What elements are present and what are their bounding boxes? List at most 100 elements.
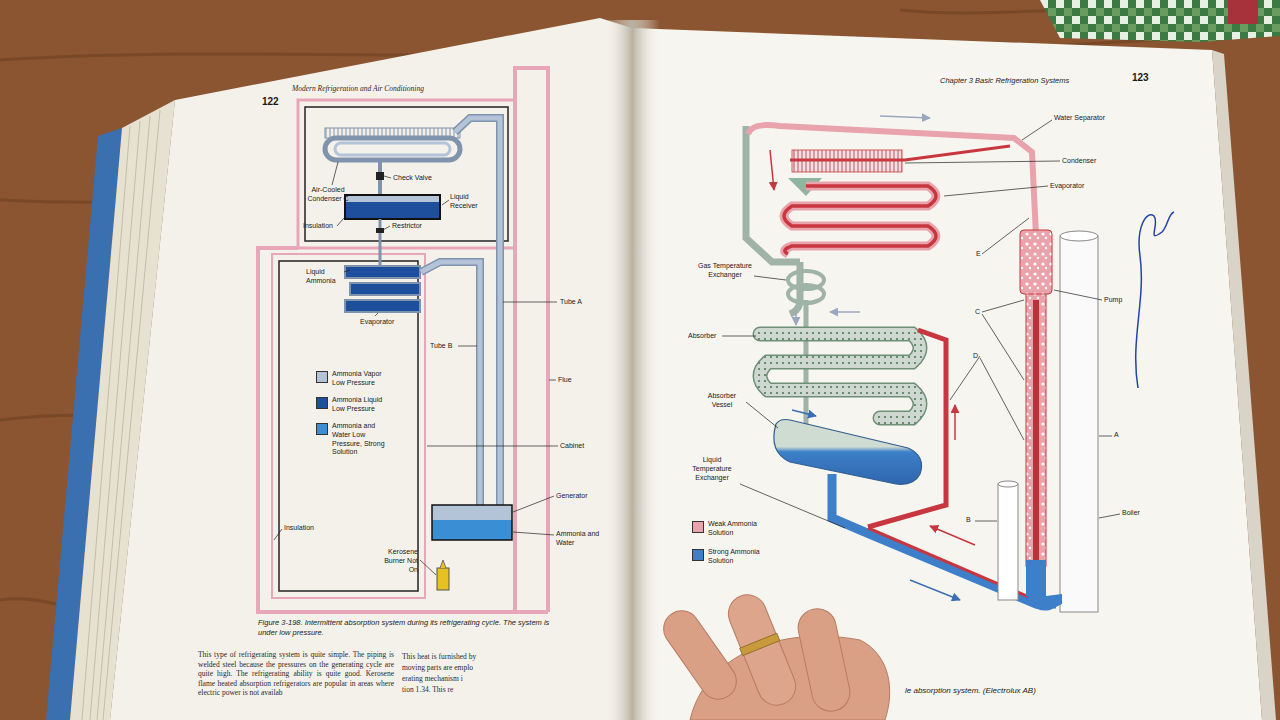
leader-line	[383, 226, 390, 230]
book-pages	[110, 18, 632, 720]
cloth	[1040, 0, 1280, 42]
callout-letter: A	[1114, 431, 1119, 440]
leader-line	[1022, 120, 1052, 140]
body-text: tion 1.34. This re	[402, 685, 453, 695]
leader-line	[344, 270, 350, 272]
part-label: Liquid Temperature Exchanger	[684, 456, 740, 482]
leader-line	[950, 356, 1024, 440]
continuous-absorption-drawing	[1026, 590, 1062, 611]
legend-item: Weak Ammonia Solution	[692, 520, 760, 538]
continuous-absorption-drawing	[930, 526, 975, 545]
intermittent-absorption-drawing	[421, 262, 480, 505]
continuous-absorption-drawing	[784, 186, 936, 254]
figure-caption: Figure 3-198. Intermittent absorption sy…	[258, 618, 558, 638]
part-label: Insulation	[303, 222, 333, 231]
intermittent-absorption-drawing	[272, 254, 425, 598]
leader-line	[549, 380, 556, 381]
leader-line	[332, 162, 338, 185]
body-text: This type of refrigerating system is qui…	[198, 650, 394, 698]
continuous-absorption-drawing	[792, 410, 816, 416]
handwritten-squiggle	[1136, 212, 1174, 388]
leader-line	[1099, 514, 1120, 518]
legend-text: Ammonia Liquid Low Pressure	[332, 396, 394, 414]
legend-item: Ammonia and Water Low Pressure, Strong S…	[316, 422, 394, 457]
leader-line	[1099, 436, 1112, 437]
intermittent-absorption-drawing	[437, 568, 449, 590]
part-label: Tube B	[430, 342, 452, 351]
leader-line	[420, 560, 436, 575]
legend-text: Weak Ammonia Solution	[708, 520, 760, 538]
handwritten-squiggle	[1136, 212, 1174, 388]
part-label: Water Separator	[1054, 114, 1105, 123]
legend-item: Strong Ammonia Solution	[692, 548, 760, 566]
part-label: Condenser	[1062, 157, 1096, 166]
hand	[657, 589, 890, 720]
continuous-absorption-drawing	[1060, 231, 1098, 241]
page-number: 122	[262, 96, 279, 109]
legend-text: Ammonia Vapor Low Pressure	[332, 370, 394, 388]
continuous-absorption-drawing	[784, 186, 936, 254]
running-header: Modern Refrigeration and Air Conditionin…	[292, 84, 424, 94]
continuous-absorption-drawing	[790, 146, 1010, 160]
legend-item: Ammonia Vapor Low Pressure	[316, 370, 394, 388]
leader-line	[722, 120, 1120, 528]
legend-swatch	[692, 521, 704, 533]
continuous-absorption-drawing	[746, 116, 1098, 612]
legend-swatch	[316, 371, 328, 383]
leader-line	[274, 529, 282, 540]
part-label: Pump	[1104, 296, 1122, 305]
part-label: Flue	[558, 376, 572, 385]
continuous-absorption-drawing	[868, 330, 946, 527]
body-text: erating mechanism i	[402, 674, 463, 684]
legend-text: Ammonia and Water Low Pressure, Strong S…	[332, 422, 394, 457]
part-label: Air-Cooled Condenser C	[306, 186, 350, 204]
part-label: Evaporator	[1050, 182, 1084, 191]
book-pages	[46, 18, 1276, 720]
leader-line	[458, 346, 477, 347]
leader-line	[513, 496, 554, 512]
leader-line	[442, 200, 449, 205]
intermittent-absorption-drawing	[350, 283, 420, 295]
part-label: Generator	[556, 492, 588, 501]
part-label: Cabinet	[560, 442, 584, 451]
intermittent-absorption-drawing	[440, 560, 446, 568]
leader-line	[503, 302, 557, 303]
continuous-absorption-drawing	[760, 334, 920, 418]
page-number: 123	[1132, 72, 1149, 85]
intermittent-absorption-drawing	[298, 100, 515, 248]
hand	[740, 633, 780, 655]
intermittent-absorption-drawing	[515, 68, 548, 612]
intermittent-absorption-drawing	[346, 196, 439, 202]
legend-swatch	[316, 397, 328, 409]
leader-line	[274, 162, 558, 575]
legend-item: Ammonia Liquid Low Pressure	[316, 396, 394, 414]
hand	[795, 605, 854, 715]
intermittent-absorption-drawing	[335, 143, 450, 155]
hand	[722, 589, 803, 712]
legend-swatch	[316, 423, 328, 435]
leader-line	[375, 313, 378, 316]
continuous-absorption-drawing	[1026, 560, 1046, 596]
book-pages	[605, 20, 660, 720]
continuous-absorption-drawing	[830, 311, 860, 313]
leader-line	[722, 336, 756, 337]
body-text: moving parts are emplo	[402, 663, 473, 673]
continuous-absorption-drawing	[910, 580, 960, 600]
part-label: Check Valve	[393, 174, 432, 183]
intermittent-absorption-drawing	[376, 172, 384, 180]
part-label: Gas Temperature Exchanger	[698, 262, 752, 280]
leader-line	[982, 218, 1029, 254]
continuous-absorption-drawing	[1033, 300, 1039, 560]
continuous-absorption-drawing	[954, 405, 956, 440]
part-label: Ammonia and Water	[556, 530, 602, 548]
continuous-absorption-drawing	[998, 481, 1018, 487]
leader-line	[337, 218, 344, 226]
callout-letter: D	[973, 352, 978, 361]
continuous-absorption-drawing	[1020, 230, 1052, 294]
part-label: Evaporator	[360, 318, 394, 327]
leader-line	[746, 402, 778, 428]
intermittent-absorption-drawing	[345, 266, 420, 278]
